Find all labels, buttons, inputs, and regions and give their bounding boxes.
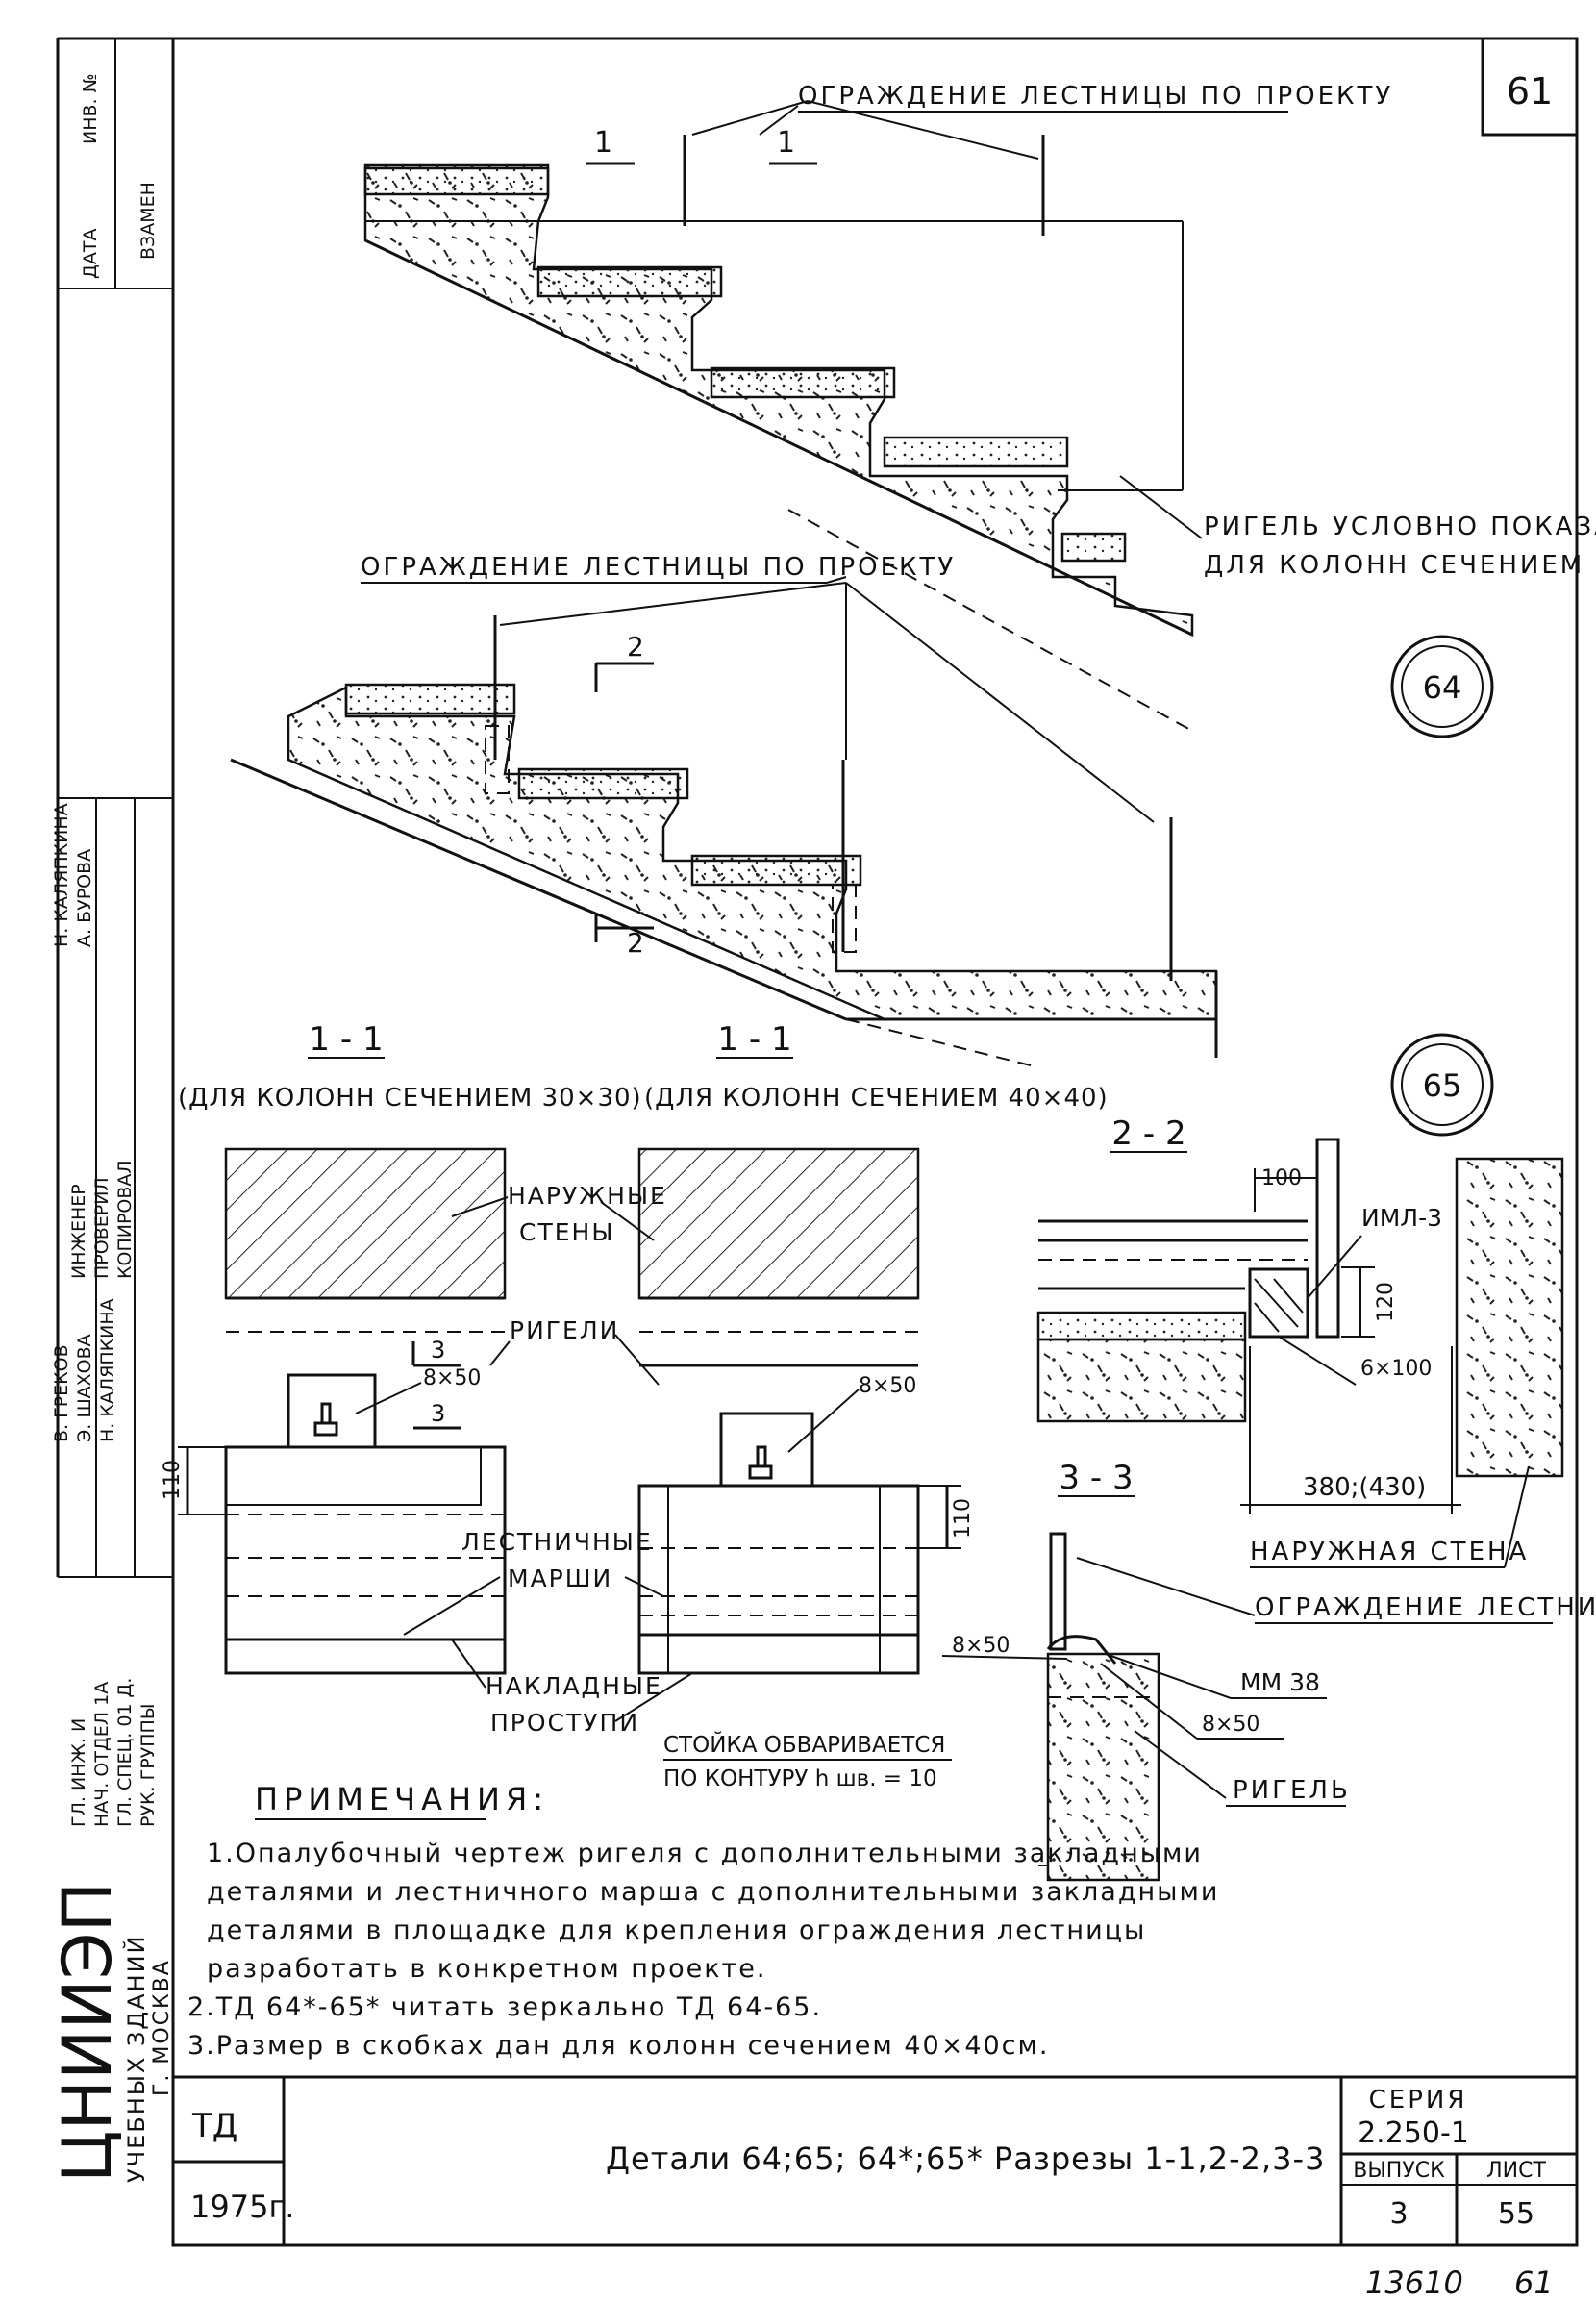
sheet-frame	[171, 37, 1579, 2247]
section-1-1-a-sub: (ДЛЯ КОЛОНН СЕЧЕНИЕМ 30×30)	[178, 1084, 642, 1113]
tb-title: Детали 64;65; 64*;65* Разрезы 1-1,2-2,3-…	[606, 2140, 1325, 2177]
stamp-col-date: ДАТА	[80, 229, 101, 279]
bottom-number-left: 13610	[1365, 2265, 1463, 2301]
dim-100: 100	[1261, 1166, 1302, 1190]
section-1-1-b-sub: (ДЛЯ КОЛОНН СЕЧЕНИЕМ 40×40)	[644, 1084, 1109, 1113]
dim-110-b: 110	[951, 1498, 975, 1539]
label-treads-1: НАКЛАДНЫЕ	[486, 1672, 662, 1700]
section-1-1-b-drawing	[637, 1147, 961, 1675]
label-flights-1: ЛЕСТНИЧНЫЕ	[461, 1528, 653, 1556]
section-1-1-a-drawing	[178, 1147, 507, 1675]
bottom-number-right: 61	[1514, 2265, 1554, 2301]
dim-120: 120	[1374, 1282, 1398, 1322]
cut-mark-2-bottom: 2	[627, 927, 644, 959]
note-3: 3.Размер в скобках дан для колонн сечени…	[187, 2031, 1049, 2061]
section-1-1-a-title: 1 - 1	[309, 1020, 383, 1059]
callout-railing-top: ОГРАЖДЕНИЕ ЛЕСТНИЦЫ ПО ПРОЕКТУ	[798, 82, 1393, 111]
label-cut-3-top: 3	[431, 1337, 445, 1364]
label-outer-walls-2: СТЕНЫ	[519, 1218, 614, 1246]
label-weld-8x50-b: 8×50	[859, 1374, 916, 1398]
stamp-role2-1: ИНЖЕНЕР	[68, 1184, 89, 1279]
stamp-col-instead: ВЗАМЕН	[137, 182, 159, 260]
tb-sheet-value: 55	[1498, 2197, 1534, 2231]
label-outer-wall: НАРУЖНАЯ СТЕНА	[1250, 1538, 1529, 1566]
svg-text:64: 64	[1423, 669, 1462, 706]
note-1-line2: деталями и лестничного марша с дополните…	[207, 1877, 1219, 1907]
label-weld-post-2: ПО КОНТУРУ h шв. = 10	[663, 1766, 937, 1791]
stamp-role-2: НАЧ. ОТДЕЛ 1А	[91, 1682, 112, 1827]
section-3-3-drawing	[1038, 1532, 1160, 1882]
cut-mark-2-top: 2	[627, 631, 644, 663]
section-3-3-title: 3 - 3	[1059, 1459, 1133, 1497]
label-treads-2: ПРОСТУПИ	[490, 1709, 639, 1737]
stamp-role2-2: ПРОВЕРИЛ	[91, 1177, 112, 1279]
stamp-name-a-1: В. ГРЕКОВ	[51, 1344, 72, 1442]
beam-note-line2: ДЛЯ КОЛОНН СЕЧЕНИЕМ 30×30см	[1204, 551, 1596, 580]
svg-text:65: 65	[1423, 1067, 1462, 1104]
tb-series-value: 2.250-1	[1358, 2116, 1469, 2150]
stamp-name-a-3: Н. КАЛЯПКИНА	[97, 1298, 118, 1442]
beam-note-line1: РИГЕЛЬ УСЛОВНО ПОКАЗАН	[1204, 513, 1596, 541]
label-railing: ОГРАЖДЕНИЕ ЛЕСТНИЦЫ	[1255, 1593, 1596, 1622]
label-rigel: РИГЕЛЬ	[1233, 1776, 1351, 1805]
stamp-col-inv: ИНВ. №	[80, 74, 101, 144]
tb-year: 1975г.	[190, 2189, 294, 2225]
label-weld-8x50-d: 8×50	[1202, 1713, 1259, 1737]
cut-mark-1-left: 1	[594, 126, 612, 160]
stamp-org-line2: УЧЕБНЫХ ЗДАНИЙ	[122, 1934, 150, 2183]
label-outer-walls-1: НАРУЖНЫЕ	[508, 1182, 667, 1210]
cut-mark-1-right: 1	[777, 126, 795, 160]
note-1-line3: деталями в площадке для крепления огражд…	[207, 1915, 1146, 1945]
stamp-org-line3: Г. МОСКВА	[150, 1959, 174, 2096]
section-2-2-title: 2 - 2	[1111, 1114, 1185, 1153]
tb-issue-value: 3	[1389, 2197, 1408, 2231]
detail-64-marker: 64	[1390, 635, 1494, 738]
dim-380-430: 380;(430)	[1303, 1473, 1426, 1502]
label-weld-post-1: СТОЙКА ОБВАРИВАЕТСЯ	[663, 1731, 945, 1758]
label-mm38: ММ 38	[1240, 1668, 1320, 1696]
note-1-line4: разработать в конкретном проекте.	[207, 1954, 766, 1984]
upper-stair-section	[363, 100, 1194, 732]
stamp-role-1: ГЛ. ИНЖ. И	[68, 1718, 89, 1827]
note-2: 2.ТД 64*-65* читать зеркально ТД 64-65.	[187, 1992, 822, 2022]
label-beams: РИГЕЛИ	[510, 1316, 619, 1344]
dim-110-a: 110	[161, 1460, 185, 1500]
stamp-org-big: ЦНИИЭП	[48, 1882, 127, 2183]
section-1-1-b-title: 1 - 1	[717, 1020, 791, 1059]
stamp-role-4: РУК. ГРУППЫ	[137, 1703, 159, 1827]
tb-td: ТД	[191, 2107, 237, 2145]
label-weld-8x50-a: 8×50	[423, 1366, 481, 1390]
stamp-role-3: ГЛ. СПЕЦ. 01 Д.	[114, 1678, 136, 1827]
detail-65-marker: 65	[1390, 1033, 1494, 1137]
stamp-name-b-2: А. БУРОВА	[74, 849, 95, 947]
tb-issue-label: ВЫПУСК	[1353, 2159, 1445, 2183]
title-block	[173, 2075, 1577, 2245]
label-cut-3-bottom: 3	[431, 1400, 445, 1427]
dim-6x100: 6×100	[1360, 1357, 1432, 1381]
note-1-line1: 1.Опалубочный чертеж ригеля с дополнител…	[207, 1839, 1203, 1868]
label-flights-2: МАРШИ	[508, 1565, 612, 1592]
callout-railing-mid: ОГРАЖДЕНИЕ ЛЕСТНИЦЫ ПО ПРОЕКТУ	[361, 553, 956, 582]
stamp-role2-3: КОПИРОВАЛ	[114, 1160, 136, 1279]
label-iml3: ИМЛ-3	[1361, 1204, 1442, 1232]
tb-sheet-label: ЛИСТ	[1486, 2159, 1546, 2183]
tb-series-label: СЕРИЯ	[1369, 2086, 1468, 2115]
middle-stair-section	[230, 582, 1218, 1068]
label-weld-8x50-c: 8×50	[952, 1634, 1010, 1658]
stamp-name-b-1: Н. КАЛЯПКИНА	[51, 803, 72, 947]
section-2-2-drawing	[1036, 1138, 1564, 1514]
stamp-name-a-2: Э. ШАХОВА	[74, 1334, 95, 1442]
notes-title: ПРИМЕЧАНИЯ:	[255, 1781, 549, 1817]
sheet-number: 61	[1507, 70, 1553, 113]
